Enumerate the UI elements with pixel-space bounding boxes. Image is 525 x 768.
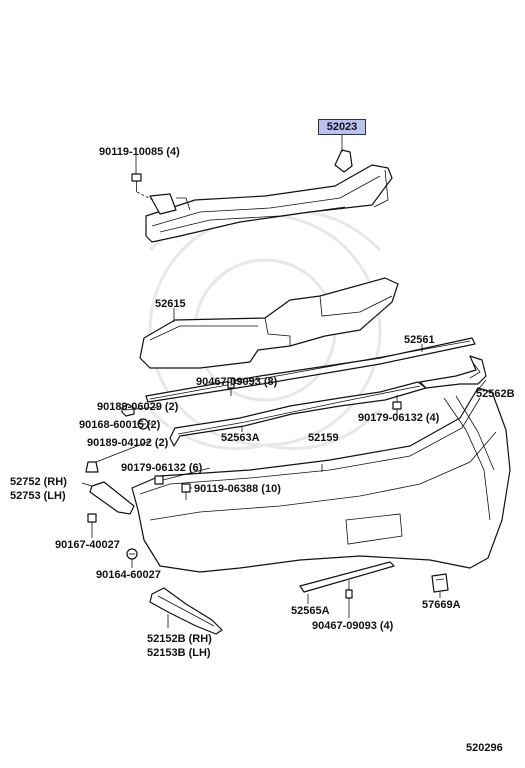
label-90119-06388[interactable]: 90119-06388 (10)	[194, 483, 281, 495]
side-bracket-52752[interactable]	[89, 481, 135, 515]
label-52615[interactable]: 52615	[155, 298, 186, 310]
lower-garnish-52152B[interactable]	[149, 587, 223, 635]
label-90467-09093-8[interactable]: 90467-09093 (8)	[196, 376, 278, 388]
label-90164-60027[interactable]: 90164-60027	[96, 569, 161, 581]
label-52561[interactable]: 52561	[404, 334, 435, 346]
clip-90167-40027[interactable]	[87, 513, 97, 530]
label-90179-06132-4[interactable]: 90179-06132 (4)	[358, 412, 440, 424]
clip-90467-09093-lower[interactable]	[345, 580, 353, 599]
bolt-90119-10085[interactable]	[131, 173, 154, 201]
label-90168-60015[interactable]: 90168-60015 (2)	[79, 419, 161, 431]
label-52562B[interactable]: 52562B	[476, 388, 515, 400]
highlighted-part-number-52023[interactable]: 52023	[318, 119, 366, 135]
clip-90164-60027[interactable]	[126, 548, 138, 560]
label-90189-06029[interactable]: 90189-06029 (2)	[97, 401, 179, 413]
retainer-57669A[interactable]	[431, 573, 449, 593]
label-90179-06132-6[interactable]: 90179-06132 (6)	[121, 462, 203, 474]
label-57669A[interactable]: 57669A	[422, 599, 461, 611]
label-52153B-lh[interactable]: 52153B (LH)	[147, 647, 211, 659]
side-retainer-52562B[interactable]	[419, 355, 487, 389]
label-90167-40027[interactable]: 90167-40027	[55, 539, 120, 551]
lower-trim-52565A[interactable]	[299, 561, 395, 593]
label-52563A[interactable]: 52563A	[221, 432, 260, 444]
leader-lines	[81, 135, 487, 628]
bumper-reinforcement-52023[interactable]	[145, 149, 393, 243]
clip-90168-60015[interactable]	[137, 418, 149, 430]
label-52752-rh[interactable]: 52752 (RH)	[10, 476, 67, 488]
nut-90189-04102[interactable]	[85, 461, 99, 473]
label-52152B-rh[interactable]: 52152B (RH)	[147, 633, 212, 645]
label-52159[interactable]: 52159	[308, 432, 339, 444]
bumper-cover-52159[interactable]	[131, 387, 511, 573]
label-90189-04102[interactable]: 90189-04102 (2)	[87, 437, 169, 449]
label-52753-lh[interactable]: 52753 (LH)	[10, 490, 66, 502]
label-90467-09093-4[interactable]: 90467-09093 (4)	[312, 620, 394, 632]
screw-90179-06132-lower[interactable]	[154, 475, 164, 485]
label-90119-10085[interactable]: 90119-10085 (4)	[99, 146, 180, 158]
energy-absorber-52615[interactable]	[139, 277, 399, 369]
label-52565A[interactable]: 52565A	[291, 605, 330, 617]
figure-code: 520296	[466, 742, 503, 754]
